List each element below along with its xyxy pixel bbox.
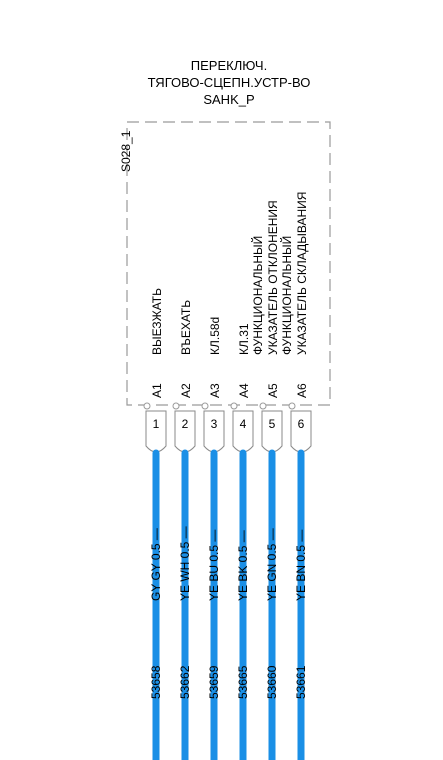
wire-3[interactable]: YE BU 0.5 — 53659 [207, 449, 221, 760]
pin-a2: A2 ВЪЕХАТЬ 2 [172, 300, 196, 453]
pin-contact-circle [172, 402, 180, 410]
pin-a1: A1 ВЫЕЗЖАТЬ 1 [143, 288, 167, 453]
pin-description: ВЫЕЗЖАТЬ [150, 288, 164, 355]
pin-label: A5 [266, 383, 280, 398]
pin-description: УКАЗАТЕЛЬ СКЛАДЫВАНИЯ [295, 192, 309, 355]
wire-spec-label: YE BU 0.5 — [207, 530, 221, 601]
component-title-line-2: ТЯГОВО-СЦЕПН.УСТР-ВО [148, 75, 311, 90]
pin-contact-circle [230, 402, 238, 410]
pin-description: КЛ.58d [208, 317, 222, 355]
pin-contact-circle [288, 402, 296, 410]
wire-id-label: 53659 [207, 665, 221, 699]
wire-id-label: 53660 [265, 665, 279, 699]
wire-5[interactable]: YE GN 0.5 — 53660 [265, 449, 279, 760]
wire-id-label: 53658 [149, 665, 163, 699]
pin-number: 5 [269, 417, 276, 431]
pin-label: A2 [179, 383, 193, 398]
pin-label: A1 [150, 383, 164, 398]
component-title: ПЕРЕКЛЮЧ. ТЯГОВО-СЦЕПН.УСТР-ВО SAHK_P [148, 58, 311, 107]
wires-layer: GY GY 0.5 — 53658 YE WH 0.5 — 53662 YE BU 0.… [149, 449, 308, 760]
pin-description: ФУНКЦИОНАЛЬНЫЙ [250, 236, 265, 355]
pin-description: КЛ.31 [237, 323, 251, 355]
pin-a3: A3 КЛ.58d 3 [201, 317, 225, 453]
pin-label: A6 [295, 383, 309, 398]
wire-id-label: 53661 [294, 665, 308, 699]
pin-description: ФУНКЦИОНАЛЬНЫЙ [279, 236, 294, 355]
pin-description: УКАЗАТЕЛЬ ОТКЛОНЕНИЯ [266, 200, 280, 355]
component-title-line-3: SAHK_P [203, 92, 254, 107]
pin-contact-circle [201, 402, 209, 410]
wire-spec-label: YE BN 0.5 — [294, 530, 308, 601]
component-id-label: S028_1 [119, 130, 133, 172]
pin-a6: A6 УКАЗАТЕЛЬ СКЛАДЫВАНИЯ 6 [288, 192, 312, 453]
component-title-line-1: ПЕРЕКЛЮЧ. [191, 58, 267, 73]
pin-contact-circle [143, 402, 151, 410]
pin-number: 2 [182, 417, 189, 431]
pin-number: 3 [211, 417, 218, 431]
wire-2[interactable]: YE WH 0.5 — 53662 [178, 449, 192, 760]
wire-6[interactable]: YE BN 0.5 — 53661 [294, 449, 308, 760]
pin-label: A3 [208, 383, 222, 398]
wire-1[interactable]: GY GY 0.5 — 53658 [149, 449, 163, 760]
pin-number: 6 [298, 417, 305, 431]
wire-spec-label: YE WH 0.5 — [178, 526, 192, 601]
component-outline [126, 121, 331, 406]
wire-spec-label: GY GY 0.5 — [149, 528, 163, 601]
pin-description: ВЪЕХАТЬ [179, 300, 193, 355]
pin-number: 4 [240, 417, 247, 431]
wire-id-label: 53665 [236, 665, 250, 699]
wire-4[interactable]: YE BK 0.5 — 53665 [236, 449, 250, 760]
pin-label: A4 [237, 383, 251, 398]
pin-number: 1 [153, 417, 160, 431]
wire-spec-label: YE GN 0.5 — [265, 528, 279, 601]
wire-id-label: 53662 [178, 665, 192, 699]
pin-contact-circle [259, 402, 267, 410]
wire-spec-label: YE BK 0.5 — [236, 530, 250, 601]
